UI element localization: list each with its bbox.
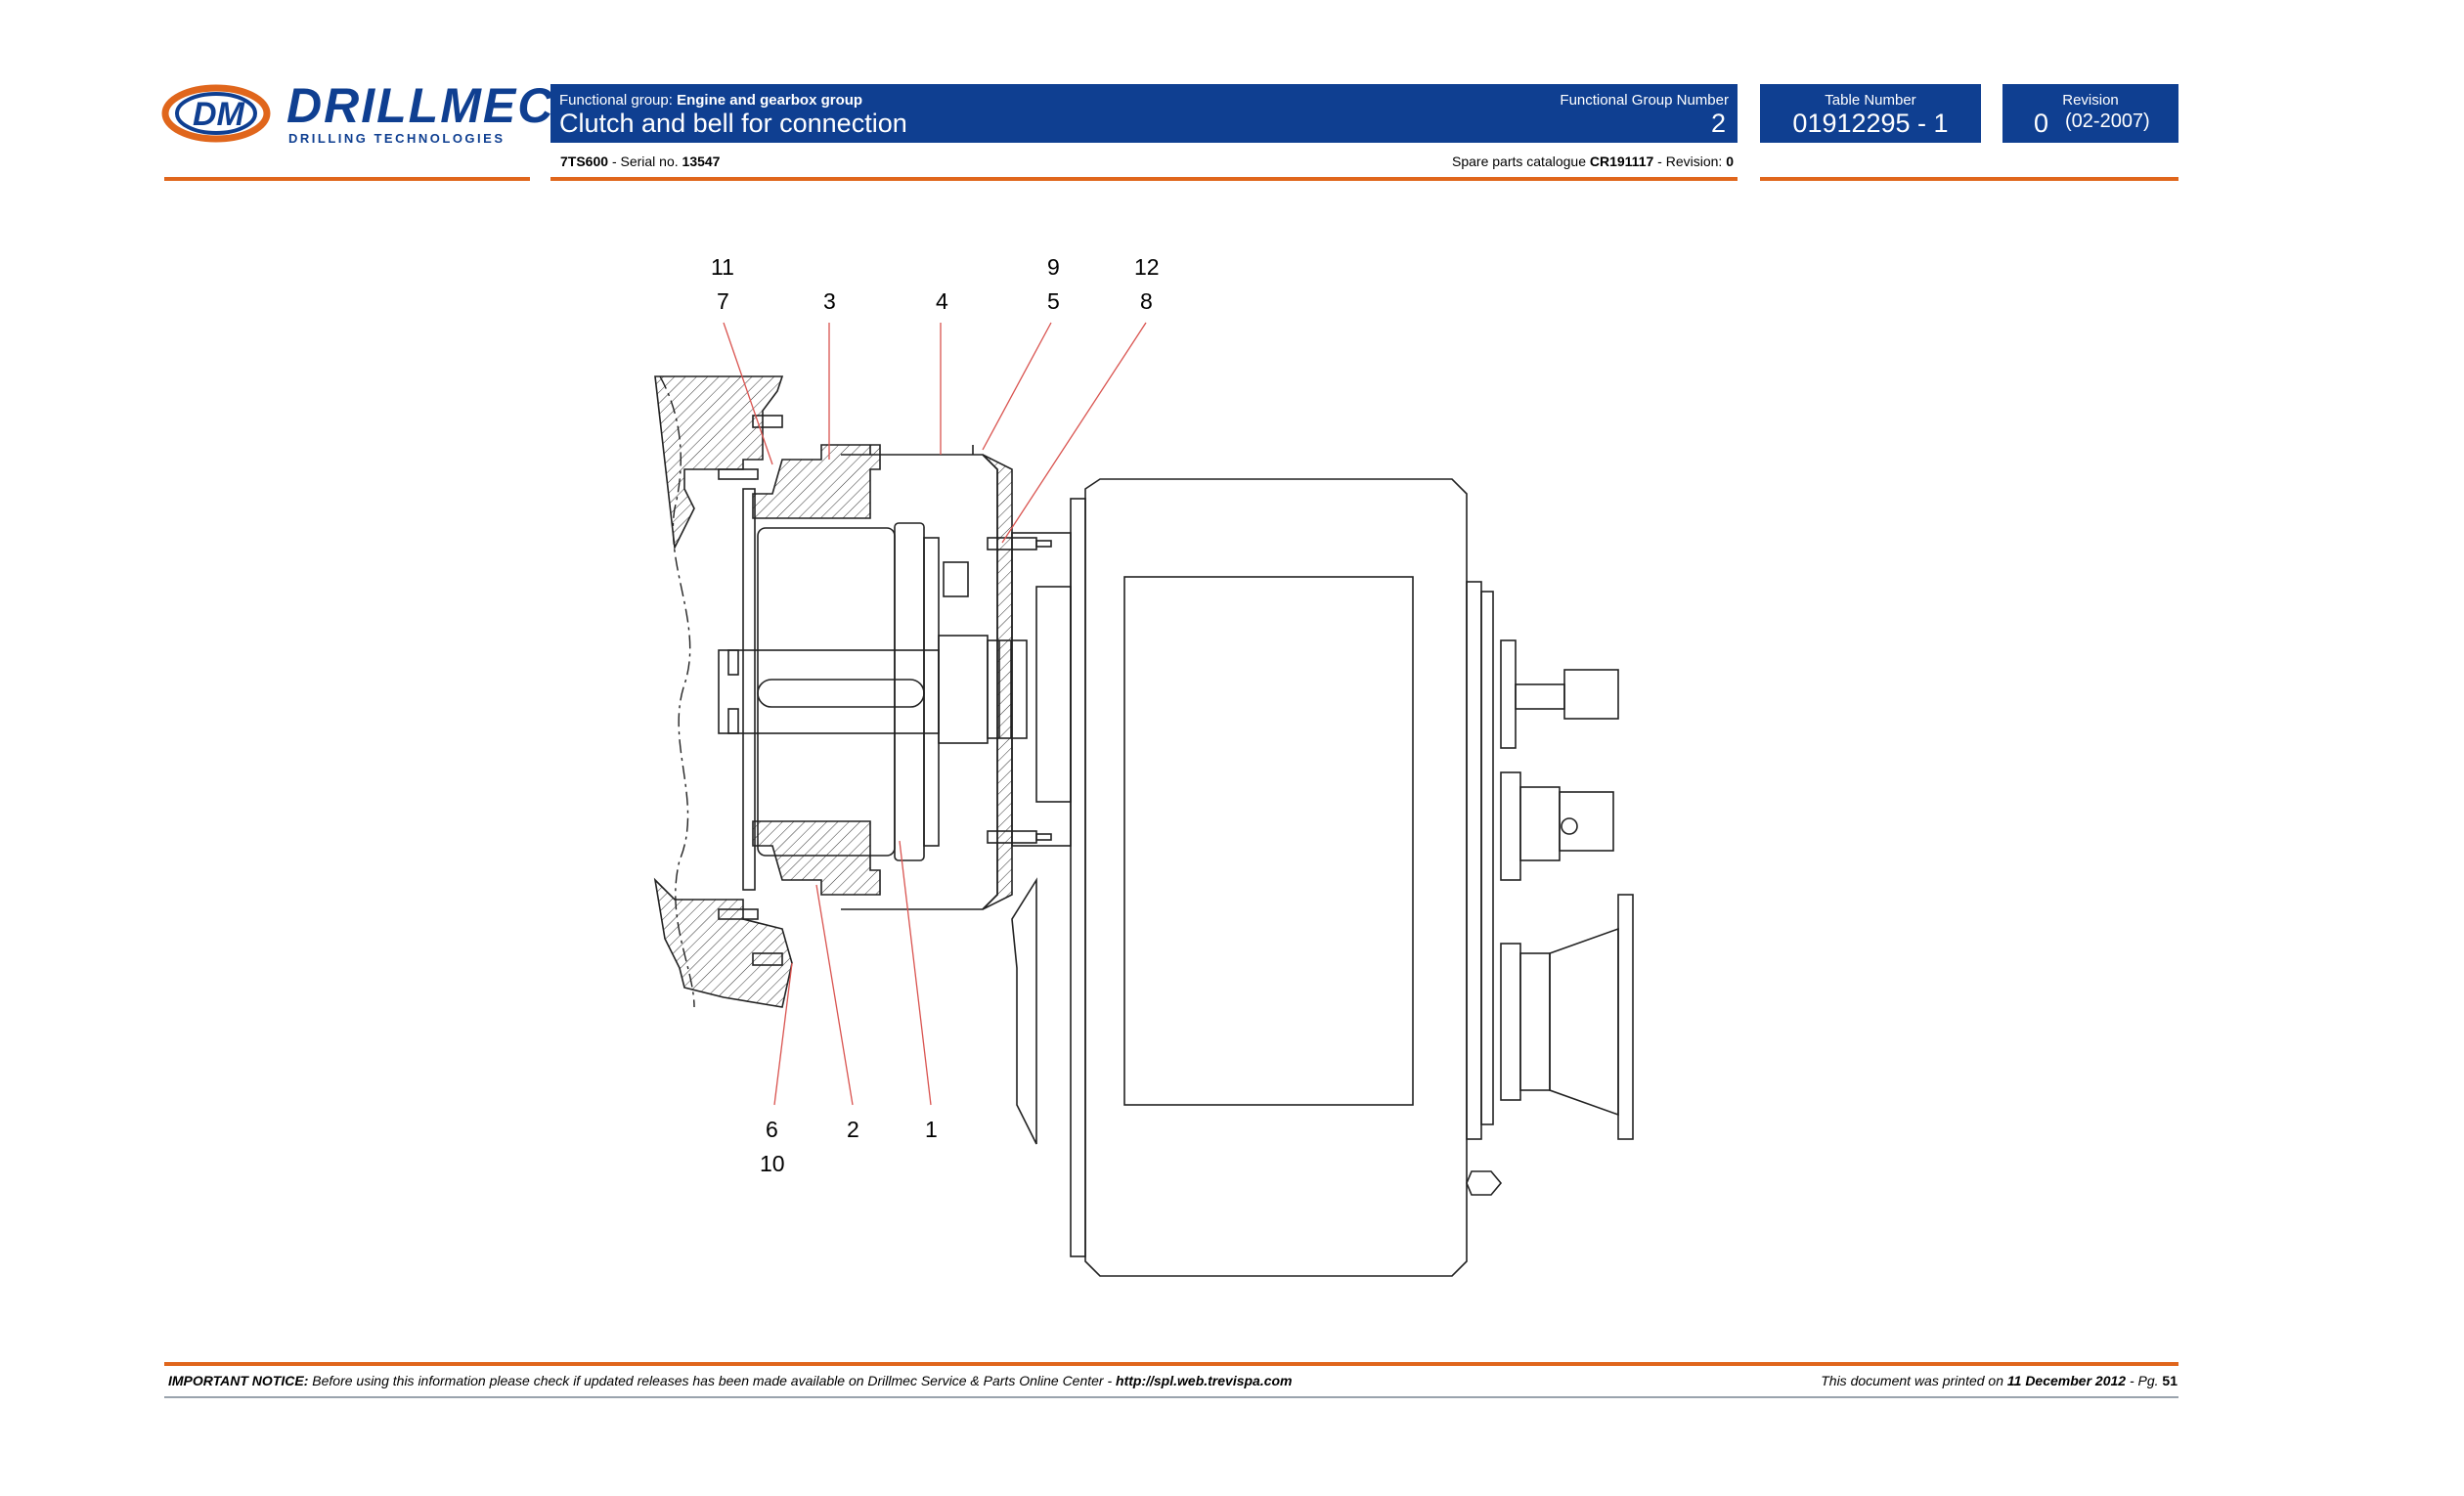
- callout-7: 7: [717, 288, 729, 314]
- header-title-bar: Functional group: Engine and gearbox gro…: [550, 84, 1738, 143]
- page-title: Clutch and bell for connection: [559, 109, 907, 138]
- serial-number: 13547: [682, 154, 721, 169]
- footer-printed: This document was printed on 11 December…: [1821, 1373, 2178, 1388]
- catalogue-revision-prefix: - Revision:: [1657, 154, 1723, 169]
- svg-text:DM: DM: [193, 96, 245, 133]
- page-number: 51: [2162, 1373, 2178, 1388]
- footer-top-rule: [164, 1362, 2178, 1366]
- model: 7TS600: [560, 154, 609, 169]
- table-number-label: Table Number: [1825, 92, 1916, 109]
- logo-tagline: DRILLING TECHNOLOGIES: [288, 131, 506, 146]
- notice-text: Before using this information please che…: [312, 1373, 1113, 1388]
- revision-date: (02-2007): [2065, 110, 2150, 132]
- revision-box: Revision 0 (02-2007): [2002, 84, 2178, 143]
- header-underline: [550, 177, 1738, 181]
- callout-2: 2: [847, 1117, 859, 1142]
- functional-group-line: Functional group: Engine and gearbox gro…: [559, 92, 862, 109]
- callout-5: 5: [1047, 288, 1060, 314]
- footer-notice: IMPORTANT NOTICE: Before using this info…: [168, 1373, 1293, 1388]
- callout-9: 9: [1047, 254, 1060, 280]
- functional-group-value: Engine and gearbox group: [677, 92, 863, 109]
- functional-group-number: 2: [1710, 109, 1726, 138]
- callout-1: 1: [925, 1117, 938, 1142]
- printed-date: 11 December 2012: [2006, 1373, 2127, 1388]
- catalogue-prefix: Spare parts catalogue: [1452, 154, 1586, 169]
- table-number: 01912295 - 1: [1792, 109, 1949, 138]
- catalogue-line: Spare parts catalogue CR191117 - Revisio…: [1452, 154, 1734, 169]
- page-prefix: - Pg.: [2129, 1373, 2159, 1388]
- callout-12: 12: [1134, 254, 1160, 280]
- revision-label: Revision: [2062, 92, 2119, 109]
- functional-group-number-label: Functional Group Number: [1560, 92, 1729, 109]
- serial-prefix: - Serial no.: [611, 154, 679, 169]
- revision-number: 0: [2034, 109, 2049, 138]
- printed-prefix: This document was printed on: [1821, 1373, 2003, 1388]
- logo-underline: [164, 177, 530, 181]
- callout-3: 3: [823, 288, 836, 314]
- footer-bottom-rule: [164, 1396, 2178, 1398]
- callout-10: 10: [760, 1151, 785, 1176]
- model-serial-line: 7TS600 - Serial no. 13547: [560, 154, 720, 169]
- table-number-box: Table Number 01912295 - 1: [1760, 84, 1981, 143]
- catalogue-revision: 0: [1726, 154, 1734, 169]
- callout-11: 11: [711, 254, 734, 280]
- callout-6: 6: [766, 1117, 778, 1142]
- callout-4: 4: [936, 288, 948, 314]
- leader-lines: [723, 322, 1147, 1106]
- notice-label: IMPORTANT NOTICE:: [168, 1373, 309, 1388]
- drillmec-logo: DM DRILLMEC DRILLING TECHNOLOGIES: [161, 80, 552, 149]
- catalogue-code: CR191117: [1589, 154, 1654, 169]
- notice-link[interactable]: http://spl.web.trevispa.com: [1116, 1373, 1293, 1388]
- revision-underline: [1760, 177, 2178, 181]
- callout-8: 8: [1140, 288, 1153, 314]
- functional-group-prefix: Functional group:: [559, 92, 673, 109]
- logo-brand: DRILLMEC: [286, 78, 555, 133]
